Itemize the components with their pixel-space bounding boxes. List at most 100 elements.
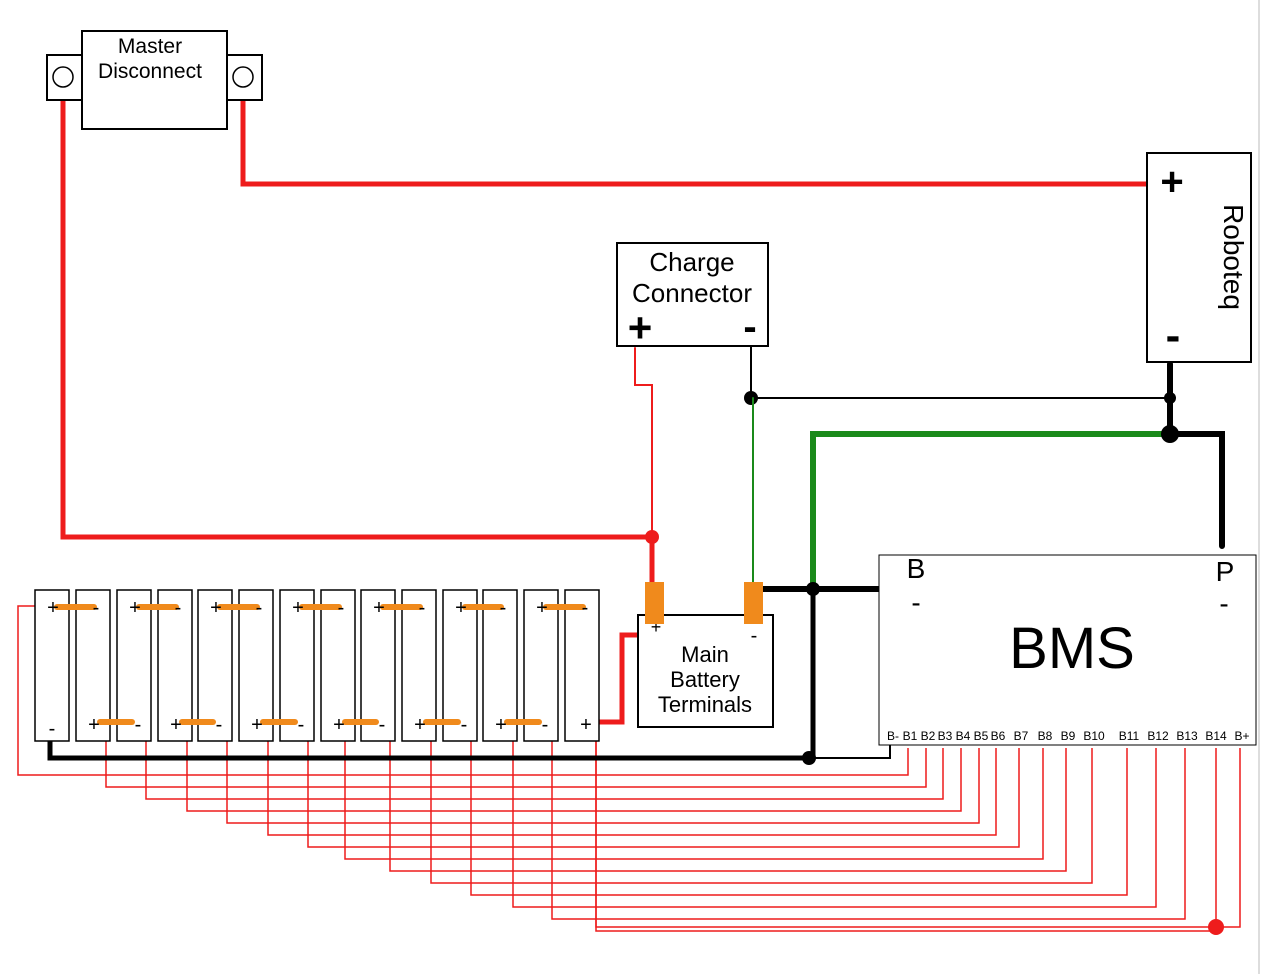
- balance-wire-8: [344, 722, 1044, 860]
- bms-b-minus: -: [911, 587, 920, 618]
- bms-pin-b1: B1: [903, 729, 918, 743]
- cell-minus-top-10: -: [419, 597, 426, 619]
- balance-wire-12: [512, 722, 1157, 908]
- bms-p-label: P: [1216, 556, 1235, 587]
- cell-6: [238, 589, 274, 742]
- bms-p-wire: [1167, 431, 1225, 549]
- disconnect-label-2: Disconnect: [98, 60, 202, 83]
- balance-wire-10: [430, 722, 1093, 884]
- cell-4: [157, 589, 193, 742]
- main-battery-plus: +: [651, 617, 662, 637]
- cell-12: [482, 589, 518, 742]
- cell-plus-bottom-14: +: [580, 714, 592, 736]
- bms-pin-b11: B11: [1119, 729, 1140, 743]
- roboteq-negative-junction-a: [1164, 392, 1176, 404]
- roboteq-body: [1146, 152, 1252, 363]
- cell-7: [279, 589, 315, 742]
- main-battery-label-2: Battery: [670, 667, 740, 692]
- cell-plus-top-3: +: [129, 597, 141, 619]
- cell-5: [197, 589, 233, 742]
- bms-pin-b14: B14: [1205, 729, 1227, 743]
- balance-wire-6: [267, 722, 997, 836]
- cell-plus-top-5: +: [210, 597, 222, 619]
- bms-pin-b13: B13: [1176, 729, 1198, 743]
- cell-plus-top-11: +: [455, 597, 467, 619]
- bms-title: BMS: [1009, 616, 1135, 681]
- cell-11: [442, 589, 478, 742]
- balance-wire-1: [17, 605, 909, 776]
- bms-bminus-lead: [812, 739, 891, 759]
- cell-10: [401, 589, 437, 742]
- pack-negative-wire: [47, 735, 816, 761]
- balance-wire-4: [186, 722, 962, 812]
- cell-plus-top-7: +: [292, 597, 304, 619]
- bms-pin-b4: B4: [956, 729, 971, 743]
- balance-wire-14: [595, 722, 1217, 932]
- cell-plus-bottom-2: +: [88, 714, 100, 736]
- cell-8: [320, 589, 356, 742]
- charge-connector: Charge Connector + -: [616, 242, 769, 351]
- bms-body: [878, 554, 1257, 746]
- main-battery-terminals: Main Battery Terminals + -: [637, 582, 774, 728]
- bms-b-label: B: [907, 553, 926, 584]
- cell-minus-bottom-1: -: [49, 718, 56, 740]
- master-disconnect: Master Disconnect: [46, 30, 263, 130]
- bms-pin-bminus: B-: [887, 729, 899, 743]
- cell-plus-top-13: +: [536, 597, 548, 619]
- cell-9: [360, 589, 396, 742]
- battery-cells: +-+-+-+-+-+-+-+-+-+-+-+-+-+-: [34, 589, 600, 742]
- bms-p-minus: -: [1219, 588, 1228, 619]
- cell-plus-top-1: +: [47, 597, 59, 619]
- main-battery-negative-terminal: [744, 582, 763, 624]
- cell-1: [34, 589, 70, 742]
- roboteq-label: Roboteq: [1218, 204, 1249, 310]
- cell-minus-bottom-11: -: [461, 714, 468, 736]
- cell-13: [523, 589, 559, 742]
- cell-minus-bottom-3: -: [135, 714, 142, 736]
- main-positive-wire: [60, 75, 655, 593]
- bms-pin-bplus: B+: [1234, 729, 1249, 743]
- bms-pin-b10: B10: [1083, 729, 1105, 743]
- bms-pin-b7: B7: [1014, 729, 1029, 743]
- charge-minus-symbol: -: [743, 305, 756, 349]
- pack-positive-wire: [593, 632, 651, 725]
- main-battery-label-1: Main: [681, 642, 729, 667]
- balance-wire-11: [470, 606, 1128, 896]
- charge-plus-symbol: +: [628, 304, 653, 351]
- charge-connector-label-2: Connector: [632, 278, 752, 308]
- charge-connector-label-1: Charge: [649, 247, 734, 277]
- roboteq-minus-symbol: -: [1166, 311, 1181, 360]
- bms-pin-b2: B2: [921, 729, 936, 743]
- cell-minus-top-4: -: [175, 597, 182, 619]
- balance-wire-13: [551, 606, 1186, 920]
- bms-pin-b5: B5: [974, 729, 989, 743]
- cell-3: [116, 589, 152, 742]
- cell-minus-top-2: -: [93, 597, 100, 619]
- pack-negative-junction: [802, 751, 816, 765]
- charge-negative-junction: [744, 391, 758, 405]
- green-negative-wire: [810, 431, 1173, 593]
- roboteq-positive-wire: [240, 75, 1150, 187]
- bms-pin-b9: B9: [1061, 729, 1076, 743]
- cell-plus-bottom-10: +: [414, 714, 426, 736]
- balance-wire-2: [105, 722, 927, 788]
- cell-minus-top-8: -: [338, 597, 345, 619]
- cell-minus-bottom-5: -: [216, 714, 223, 736]
- cell-minus-top-6: -: [256, 597, 263, 619]
- bms-pin-b3: B3: [938, 729, 953, 743]
- roboteq-plus-symbol: +: [1160, 160, 1183, 204]
- disconnect-body: [81, 30, 228, 130]
- bms-pin-b8: B8: [1038, 729, 1053, 743]
- bms-pin-b12: B12: [1147, 729, 1169, 743]
- cell-minus-bottom-13: -: [542, 714, 549, 736]
- cell-plus-bottom-4: +: [170, 714, 182, 736]
- cell-minus-top-12: -: [500, 597, 507, 619]
- cell-minus-bottom-9: -: [379, 714, 386, 736]
- disconnect-right-terminal: [232, 66, 254, 88]
- main-battery-positive-terminal: [645, 582, 664, 624]
- cell-plus-bottom-12: +: [495, 714, 507, 736]
- cell-2: [75, 589, 111, 742]
